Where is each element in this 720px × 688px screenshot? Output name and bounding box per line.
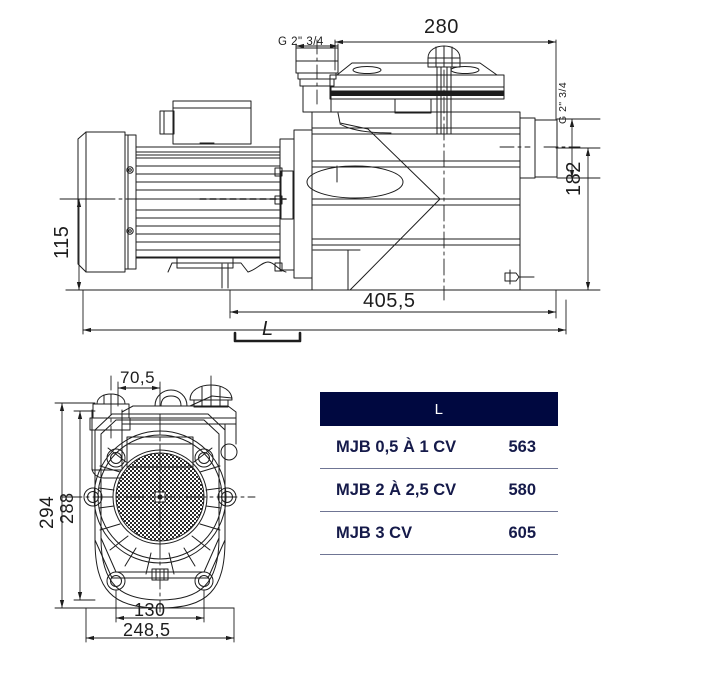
table-row: MJB 3 CV 605 <box>320 511 558 555</box>
model-name: MJB 0,5 À 1 CV <box>320 426 496 469</box>
front-view-geometry <box>61 375 256 613</box>
model-name: MJB 3 CV <box>320 511 496 555</box>
table-row: MJB 2 À 2,5 CV 580 <box>320 468 558 512</box>
dimension-label-70-5: 70,5 <box>120 368 156 387</box>
dimension-label-288: 288 <box>57 492 77 524</box>
model-length-value: 605 <box>495 511 558 555</box>
dimension-label-130: 130 <box>134 600 166 620</box>
dimension-label-115: 115 <box>51 225 73 259</box>
dimension-label-inlet-thread: G 2" 3/4 <box>278 36 324 48</box>
dimension-label-182: 182 <box>563 161 585 196</box>
dimension-label-248-5: 248,5 <box>123 620 171 640</box>
model-name: MJB 2 À 2,5 CV <box>320 468 496 512</box>
table-row: MJB 0,5 À 1 CV 563 <box>320 426 558 469</box>
table-header-row: L <box>320 392 558 426</box>
dimension-label-L: L <box>262 318 274 340</box>
model-length-value: 563 <box>495 426 558 469</box>
model-length-value: 580 <box>495 468 558 512</box>
side-view-dimensions <box>65 39 601 343</box>
dimension-label-280: 280 <box>424 16 459 38</box>
side-view-geometry <box>59 45 581 301</box>
front-view-dimensions <box>54 381 235 643</box>
length-spec-table: L MJB 0,5 À 1 CV 563 MJB 2 À 2,5 CV 580 … <box>320 392 558 555</box>
dimension-label-outlet-thread: G 2" 3/4 <box>557 81 569 124</box>
dimension-label-294: 294 <box>37 495 58 529</box>
table-header-L: L <box>320 392 558 426</box>
dimension-label-405-5: 405,5 <box>363 290 416 312</box>
